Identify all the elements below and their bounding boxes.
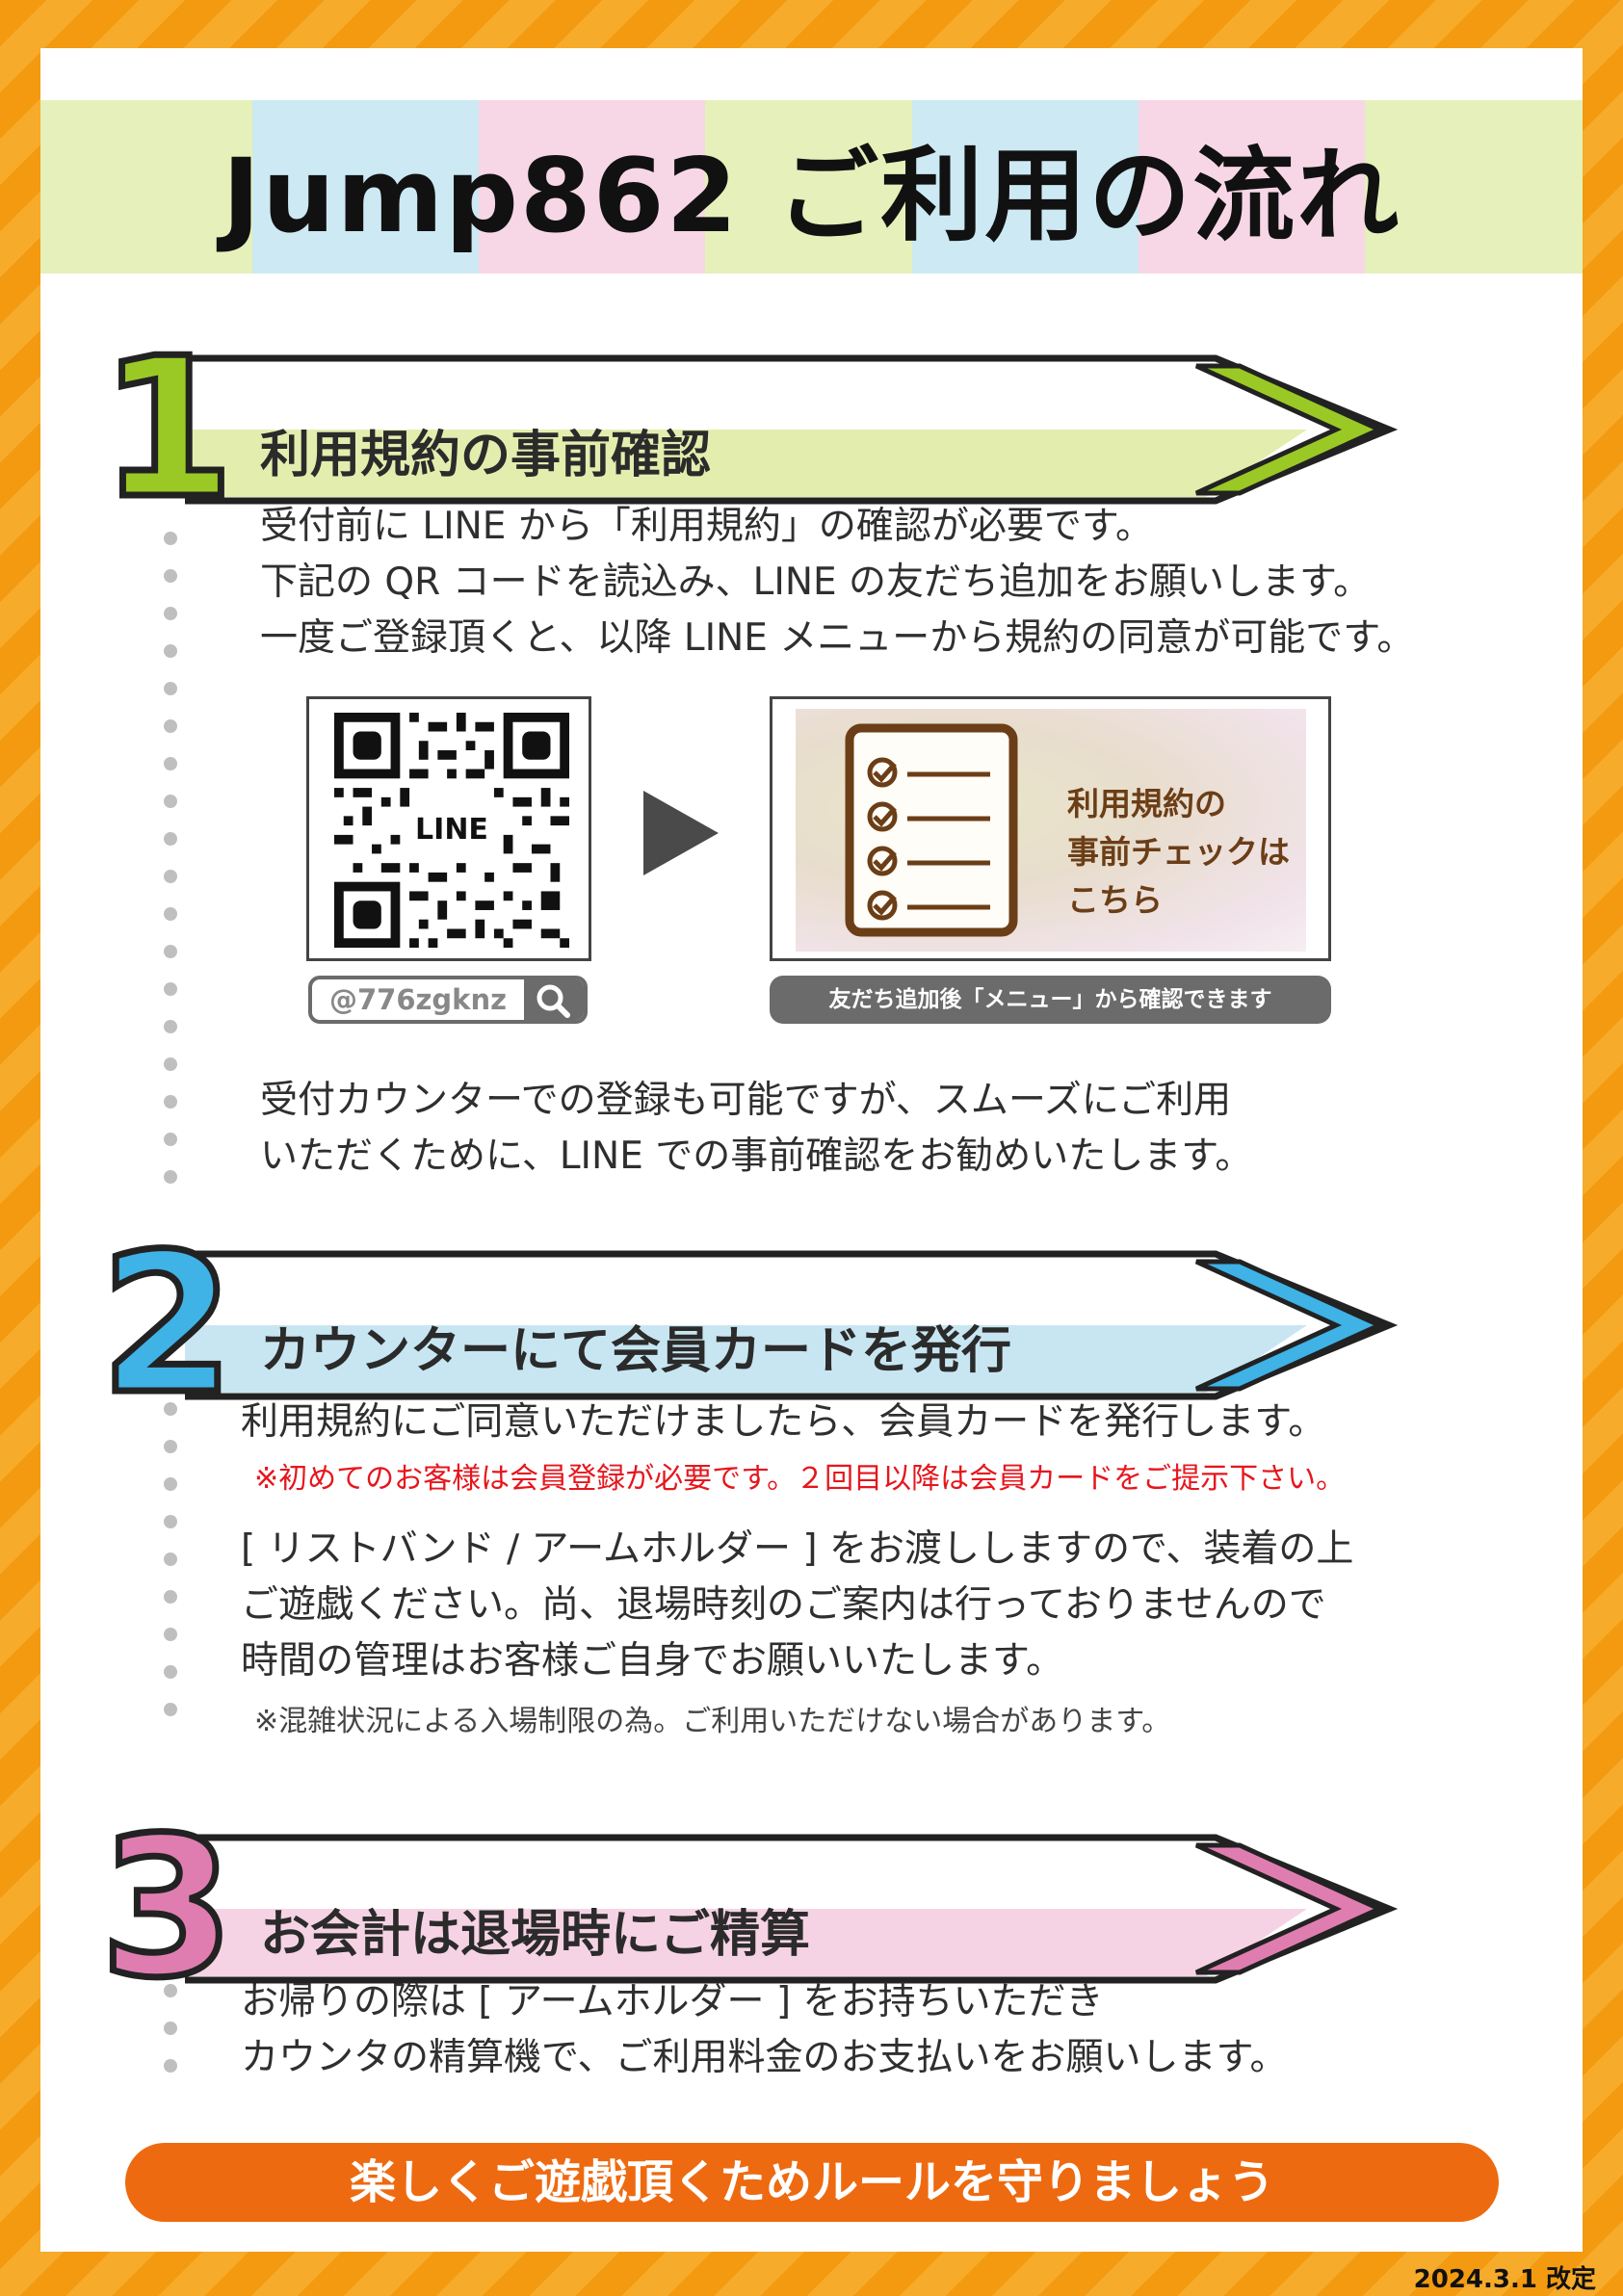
step-2-note-grey: ※混雑状況による入場制限の為。ご利用いただけない場合があります。 <box>254 1705 1171 1738</box>
step-2-body-line-1: [ リストバンド / アームホルダー ] をお渡ししますので、装着の上 <box>241 1527 1354 1571</box>
step-2-banner <box>185 1250 1399 1400</box>
step-3-number: 3 <box>96 1796 237 2021</box>
step-3-line-2: カウンタの精算機で、ご利用料金のお支払いをお願いします。 <box>241 2036 1288 2079</box>
menu-caption: 友だち追加後「メニュー」から確認できます <box>770 976 1331 1024</box>
step-1-dots <box>164 532 177 1208</box>
line-id-text: @776zgknz <box>329 983 507 1016</box>
step-2-body-line-3: 時間の管理はお客様ご自身でお願いいたします。 <box>241 1639 1064 1683</box>
step-2-note-red: ※初めてのお客様は会員登録が必要です。２回目以降は会員カードをご提示下さい。 <box>254 1462 1346 1496</box>
step-2-body-line-2: ご遊戯ください。尚、退場時刻のご案内は行っておりませんので <box>241 1583 1326 1627</box>
step-2-dots <box>164 1402 177 1740</box>
rules-banner: 楽しくご遊戯頂くためルールを守りましょう <box>125 2143 1499 2222</box>
step-1-line-2: 下記の QR コードを読込み、LINE の友だち追加をお願いします。 <box>260 561 1372 604</box>
menu-card-art: 利用規約の 事前チェックは こちら <box>796 709 1306 952</box>
menu-card-line-3: こちら <box>1067 881 1163 919</box>
title-band <box>40 100 1583 274</box>
step-2-number: 2 <box>96 1213 237 1437</box>
flyer-sheet: Jump862 ご利用の流れ 1 利用規約の事前確認 受付前に LINE から「… <box>40 48 1583 2252</box>
step-3-banner <box>185 1834 1399 1984</box>
line-qr-code[interactable]: LINE <box>306 696 591 961</box>
step-1-banner <box>185 354 1399 505</box>
menu-card-line-2: 事前チェックは <box>1067 833 1290 871</box>
checklist-icon <box>845 723 1018 937</box>
qr-line-label: LINE <box>411 811 492 849</box>
step-3-body: お帰りの際は [ アームホルダー ] をお持ちいただき カウンタの精算機で、ご利… <box>241 1974 1288 2086</box>
step-3-dots <box>164 1984 177 2097</box>
search-icon[interactable] <box>524 979 584 1020</box>
step-1-number: 1 <box>96 317 237 541</box>
step-2-heading: カウンターにて会員カードを発行 <box>260 1322 1012 1380</box>
step-2-line-1: 利用規約にご同意いただけましたら、会員カードを発行します。 <box>241 1400 1326 1444</box>
step-1-heading: 利用規約の事前確認 <box>260 427 712 484</box>
menu-card-line-1: 利用規約の <box>1067 785 1226 822</box>
page-title: Jump862 ご利用の流れ <box>222 137 1401 255</box>
line-id-search[interactable]: @776zgknz <box>308 976 588 1024</box>
menu-card-text: 利用規約の 事前チェックは こちら <box>1067 780 1290 925</box>
line-menu-card[interactable]: 利用規約の 事前チェックは こちら <box>770 696 1331 961</box>
step-1-intro: 受付前に LINE から「利用規約」の確認が必要です。 下記の QR コードを読… <box>260 499 1414 666</box>
play-arrow-icon <box>643 791 719 875</box>
step-1-line-3: 一度ご登録頂くと、以降 LINE メニューから規約の同意が可能です。 <box>260 616 1415 660</box>
step-1-line-1: 受付前に LINE から「利用規約」の確認が必要です。 <box>260 505 1153 548</box>
step-2-body: [ リストバンド / アームホルダー ] をお渡ししますので、装着の上 ご遊戯く… <box>241 1522 1353 1689</box>
step-3-heading: お会計は退場時にご精算 <box>260 1906 810 1964</box>
step-1-footer-line-1: 受付カウンターでの登録も可能ですが、スムーズにご利用 <box>260 1079 1232 1122</box>
qr-pattern <box>334 713 569 948</box>
revision-date: 2024.3.1 改定 <box>1413 2265 1596 2294</box>
step-1-footer-line-2: いただくために、LINE での事前確認をお勧めいたします。 <box>260 1135 1253 1178</box>
step-3-line-1: お帰りの際は [ アームホルダー ] をお持ちいただき <box>241 1980 1104 2023</box>
step-1-footer: 受付カウンターでの登録も可能ですが、スムーズにご利用 いただくために、LINE … <box>260 1073 1252 1185</box>
